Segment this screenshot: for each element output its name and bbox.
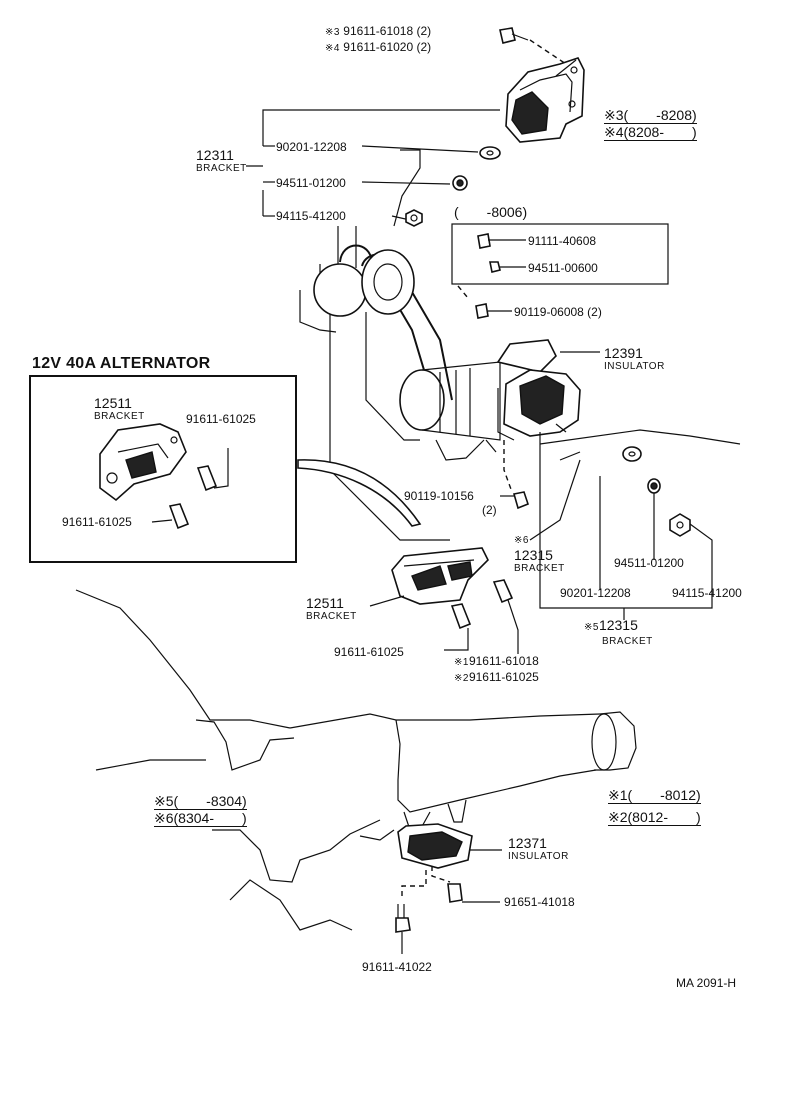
bolt-91611-61025-icon	[444, 603, 472, 651]
washer-94511-lower-icon	[647, 478, 661, 494]
top-bolt-icon	[499, 27, 567, 65]
alternator-box	[29, 375, 297, 563]
washer-94511-icon	[452, 175, 468, 191]
alt-bolt-a-icon	[196, 448, 229, 492]
alt-bolt-a-label: 91611-61025	[186, 412, 256, 426]
legend-right: ※1( -8012) ※2(8012- )	[608, 787, 701, 826]
bolt-90119-10156-icon	[500, 440, 529, 510]
box-header-label: ( -8006)	[454, 204, 528, 220]
bolt-91611-61025-label: 91611-61025	[334, 645, 404, 659]
transmission-outline	[75, 589, 637, 931]
nut-94115-lower-icon	[669, 513, 691, 537]
washer-90201-lower-label: 90201-12208	[560, 586, 631, 600]
alternator-bracket-icon	[99, 423, 187, 502]
engine-outline	[299, 149, 741, 541]
bracket-12315-a-label: ※6 12315 BRACKET	[514, 535, 565, 574]
bracket-12511-label: 12511 BRACKET	[306, 595, 357, 622]
nut-94115-icon	[405, 209, 423, 227]
bolt-91611-41022-label: 91611-41022	[362, 960, 432, 974]
bolt-90119-10156-label: 90119-10156 (2)	[404, 489, 497, 517]
washer-94511-small-label: 94511-00600	[528, 261, 598, 275]
insulator-12391-label: 12391 INSULATOR	[604, 345, 665, 372]
drawing-code: MA 2091-H	[676, 976, 737, 990]
alt-bolt-b-label: 91611-61025	[62, 515, 132, 529]
bolt-91651-icon	[431, 866, 500, 903]
bracket-12511-icon	[369, 547, 489, 607]
insulator-12371-label: 12371 INSULATOR	[508, 835, 569, 862]
assembly-arrow-icon	[297, 459, 422, 527]
washer-90201-lower-icon	[622, 446, 642, 462]
bracket-12315-b-label: ※512315 BRACKET	[584, 617, 653, 647]
nut-94115-label: 94115-41200	[276, 209, 346, 223]
bolt-91611-41022-icon	[395, 870, 427, 954]
bolt-91111-label: 91111-40608	[528, 234, 597, 248]
bracket-12311-label: 12311 BRACKET	[196, 147, 247, 174]
washer-94511-lower-label: 94511-01200	[614, 556, 684, 570]
washer-94511-label: 94511-01200	[276, 176, 346, 190]
bolt-pair-label: ※191611-61018 ※291611-61025	[454, 654, 539, 684]
washer-94511-small-icon	[489, 261, 526, 273]
bolt-90119-label: 90119-06008 (2)	[514, 305, 602, 319]
early-hardware-box	[451, 223, 669, 285]
washer-90201-label: 90201-12208	[276, 140, 347, 154]
bolt-91111-icon	[477, 233, 526, 249]
legend-top: ※3( -8208) ※4(8208- )	[604, 107, 697, 141]
bolt-91651-label: 91651-41018	[504, 895, 575, 909]
lower-right-leaders	[539, 432, 713, 620]
washer-90201-icon	[479, 146, 501, 160]
alternator-title: 12V 40A ALTERNATOR	[32, 355, 211, 372]
insulator-12391-icon	[496, 339, 600, 441]
bolt-90119-icon	[457, 285, 512, 319]
bolt-pair-icon	[492, 579, 519, 654]
alt-bolt-b-icon	[151, 503, 190, 530]
nut-94115-lower-label: 94115-41200	[672, 586, 742, 600]
top-bolt-label: ※3 91611-61018 (2) ※4 91611-61020 (2)	[325, 24, 432, 54]
legend-left: ※5( -8304) ※6(8304- )	[154, 793, 247, 827]
alt-bracket-label: 12511 BRACKET	[94, 395, 145, 422]
bracket-12311-leaders	[246, 109, 500, 221]
insulator-12371-icon	[397, 823, 502, 869]
top-mount-bracket	[505, 57, 585, 143]
